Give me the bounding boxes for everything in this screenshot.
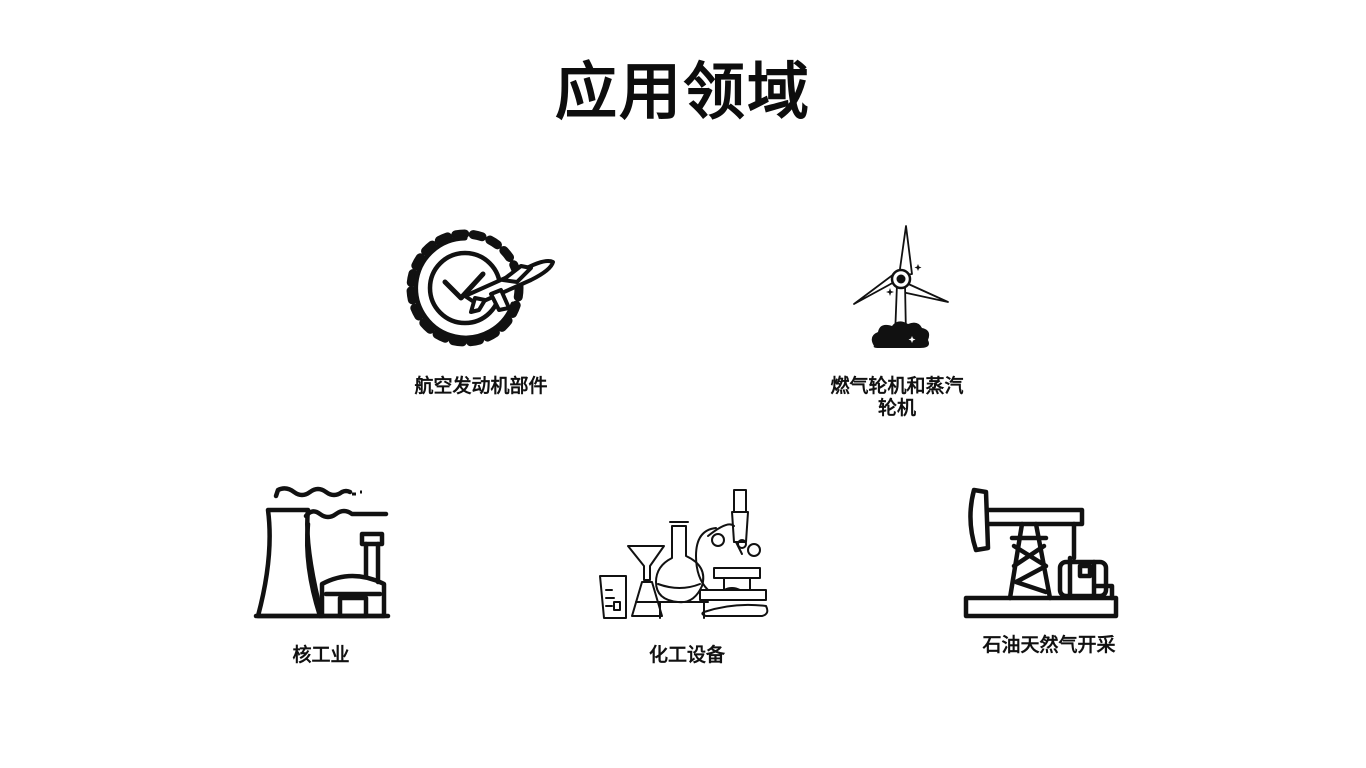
- item-label-aero-engine: 航空发动机部件: [414, 375, 548, 397]
- wind-turbine-icon: [852, 224, 952, 350]
- lab-equipment-icon: [596, 486, 772, 622]
- item-label-oil-gas: 石油天然气开采: [982, 634, 1116, 656]
- page-title: 应用领域: [554, 55, 811, 128]
- item-label-turbines: 燃气轮机和蒸汽轮机: [830, 375, 964, 419]
- gear-airplane-icon: [405, 226, 557, 350]
- item-label-nuclear: 核工业: [292, 644, 350, 666]
- nuclear-plant-icon: [253, 486, 391, 620]
- item-label-chemical: 化工设备: [648, 644, 725, 666]
- oil-pump-jack-icon: [962, 486, 1122, 620]
